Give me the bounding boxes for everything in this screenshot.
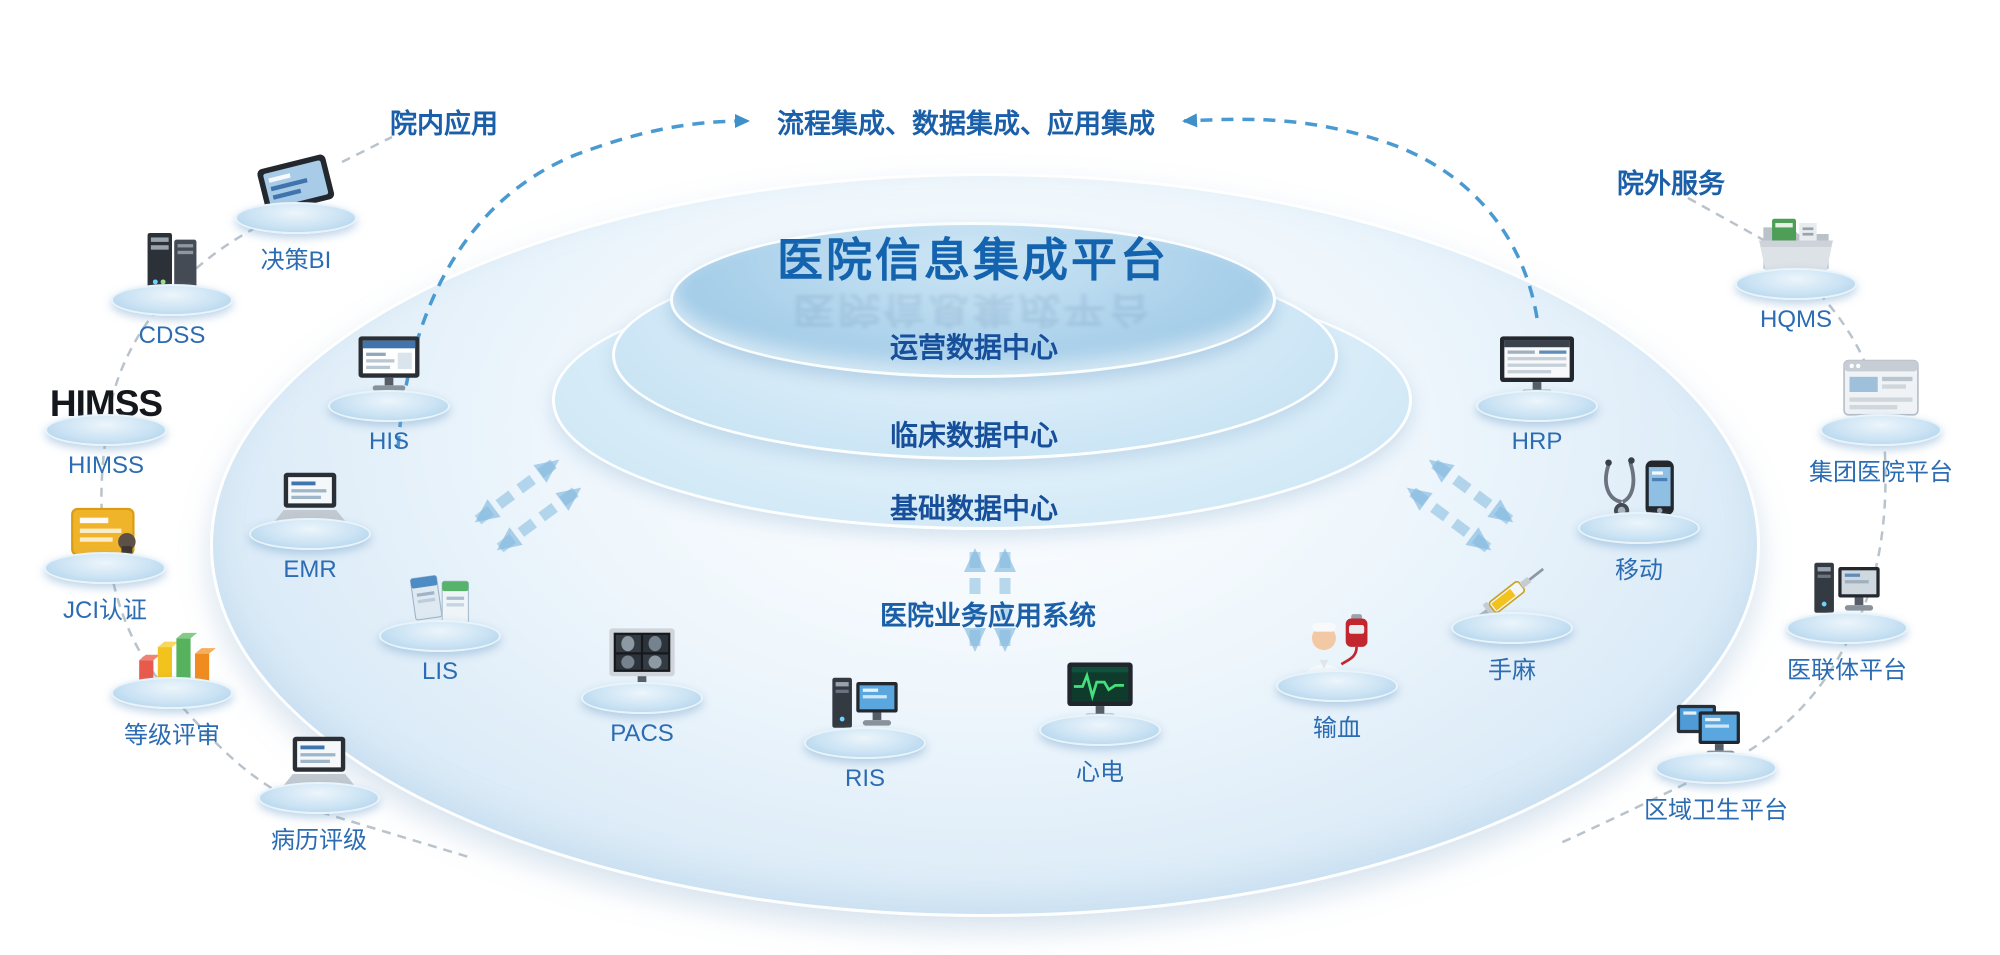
section-label-out-hospital: 院外服务	[1617, 169, 1725, 199]
platform-ellipse	[1655, 752, 1777, 784]
node-ecg: 心电	[1012, 652, 1188, 787]
node-label: RIS	[844, 765, 885, 792]
node-his: HIS	[301, 328, 477, 456]
hospital-applications-label: 医院业务应用系统	[880, 601, 1096, 631]
node-mobile: 移动	[1551, 450, 1727, 585]
platform-ellipse	[804, 727, 926, 759]
node-ris: RIS	[777, 665, 953, 793]
page-title: 医院信息集成平台	[777, 234, 1169, 286]
node-label: EMR	[283, 556, 337, 583]
platform-ellipse	[379, 620, 501, 652]
platform-ellipse	[1735, 268, 1857, 300]
ecg-monitor-icon	[1054, 652, 1146, 730]
platform-ellipse	[44, 552, 166, 584]
node-label: HRP	[1511, 428, 1563, 455]
platform-ellipse	[111, 677, 233, 709]
node-hqms: HQMS	[1708, 206, 1884, 334]
node-label: 手麻	[1488, 657, 1536, 684]
node-group-hospital: 集团医院平台	[1793, 352, 1969, 487]
section-label-in-hospital: 院内应用	[390, 109, 498, 139]
layer-clinical-data-center: 临床数据中心	[889, 420, 1059, 451]
node-pacs: PACS	[554, 620, 730, 748]
platform-ellipse	[45, 414, 167, 446]
node-label: 心电	[1076, 759, 1124, 786]
node-hrp: HRP	[1449, 328, 1625, 456]
node-label: HQMS	[1760, 306, 1832, 333]
platform-ellipse	[1820, 414, 1942, 446]
platform-ellipse	[581, 682, 703, 714]
node-label: CDSS	[138, 322, 206, 349]
platform-ellipse	[1039, 714, 1161, 746]
node-label: 病历评级	[271, 827, 367, 854]
platform-ellipse	[328, 390, 450, 422]
layer-operational-data-center: 运营数据中心	[889, 332, 1059, 363]
tablet-icon	[250, 140, 342, 218]
node-label: 医联体平台	[1787, 657, 1907, 684]
platform-ellipse	[111, 284, 233, 316]
platform-ellipse	[249, 518, 371, 550]
node-label: 集团医院平台	[1809, 459, 1953, 486]
node-regional-health: 区域卫生平台	[1628, 690, 1804, 825]
node-medical-alliance: 医联体平台	[1759, 550, 1935, 685]
node-lis: LIS	[352, 558, 528, 686]
node-label: HIMSS	[67, 452, 144, 479]
platform-ellipse	[1786, 612, 1908, 644]
node-label: HIS	[368, 428, 409, 455]
node-label: 决策BI	[260, 247, 332, 274]
top-tier-ellipse	[670, 222, 1276, 378]
node-label: 输血	[1313, 715, 1361, 742]
node-label: 等级评审	[124, 722, 220, 749]
platform-ellipse	[1276, 670, 1398, 702]
node-transfusion: 输血	[1249, 608, 1425, 743]
node-label: 区域卫生平台	[1644, 797, 1788, 824]
platform-ellipse	[1578, 512, 1700, 544]
layer-basic-data-center: 基础数据中心	[889, 493, 1059, 524]
node-record-rating: 病历评级	[231, 720, 407, 855]
workstation-icon	[819, 665, 911, 743]
platform-ellipse	[258, 782, 380, 814]
node-himss: HIMSS HIMSS	[18, 352, 194, 480]
xray-monitor-icon	[596, 620, 688, 698]
platform-ellipse	[1451, 612, 1573, 644]
node-cdss: CDSS	[84, 222, 260, 350]
integration-banner: 流程集成、数据集成、应用集成	[777, 109, 1155, 139]
platform-ellipse	[1476, 390, 1598, 422]
node-label: PACS	[610, 720, 674, 747]
node-label: LIS	[421, 658, 459, 685]
node-label: 移动	[1615, 557, 1663, 584]
node-anesthesia: 手麻	[1424, 550, 1600, 685]
node-jci: JCI认证	[17, 490, 193, 625]
